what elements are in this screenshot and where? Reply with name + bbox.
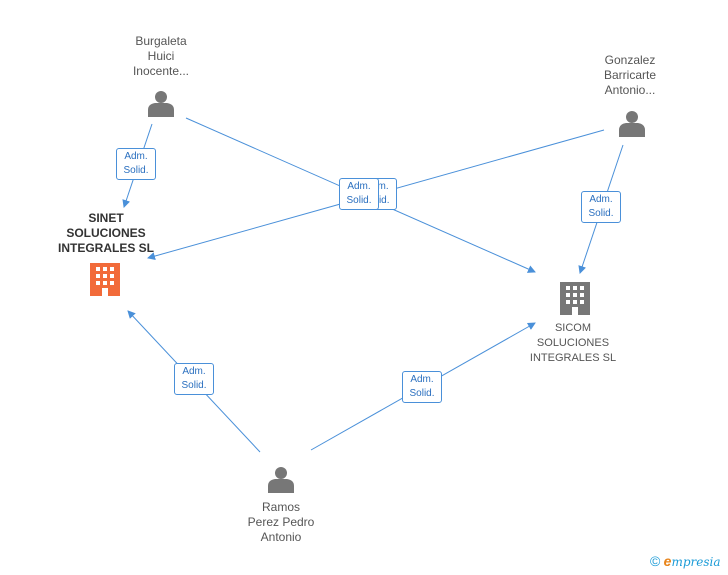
empresia-footer[interactable]: © empresia <box>650 553 721 569</box>
badge-line: Solid. <box>346 195 372 206</box>
badge-line: Adm. <box>410 374 434 385</box>
badge-line: Adm. <box>347 181 371 192</box>
edge-badge-ramos-sinet: Adm. Solid. <box>174 363 214 395</box>
company-label-sicom[interactable]: SICOM SOLUCIONES INTEGRALES SL <box>513 321 633 366</box>
label-line: SOLUCIONES <box>66 226 146 240</box>
badge-line: Adm. <box>182 366 206 377</box>
label-line: Gonzalez <box>604 53 656 67</box>
building-icon <box>560 282 590 315</box>
brand-logo-text: mpresia <box>671 555 721 569</box>
label-line: Huici <box>147 49 175 63</box>
badge-line: Adm. <box>124 151 148 162</box>
person-icon <box>619 111 645 137</box>
label-line: Inocente... <box>132 64 190 78</box>
label-line: Perez Pedro <box>247 515 315 529</box>
badge-line: Solid. <box>123 165 149 176</box>
edge-badge-gonzalez-sicom: Adm. Solid. <box>581 191 621 223</box>
edge-badge-ramos-sicom: Adm. Solid. <box>402 371 442 403</box>
building-icon <box>90 263 120 296</box>
badge-line: Solid. <box>409 388 435 399</box>
label-line: SICOM <box>554 322 592 334</box>
label-line: Ramos <box>261 500 300 514</box>
label-line: Barricarte <box>603 68 656 82</box>
label-line: SINET <box>88 211 124 225</box>
person-icon <box>268 467 294 493</box>
label-line: Antonio <box>260 530 302 544</box>
edge-badge-burgaleta-sinet: Adm. Solid. <box>116 148 156 180</box>
person-icon <box>148 91 174 117</box>
badge-line: Solid. <box>181 380 207 391</box>
badge-line: Solid. <box>588 208 614 219</box>
label-line: SOLUCIONES <box>536 337 610 349</box>
person-label-gonzalez[interactable]: Gonzalez Barricarte Antonio... <box>580 53 680 98</box>
brand-logo-e: e <box>663 553 672 569</box>
label-line: Burgaleta <box>135 34 187 48</box>
label-line: Antonio... <box>604 83 656 97</box>
label-line: INTEGRALES SL <box>57 241 154 255</box>
edge-badge-burgaleta-sicom: Adm. Solid. <box>339 178 379 210</box>
copyright-icon: © <box>650 553 661 569</box>
person-label-burgaleta[interactable]: Burgaleta Huici Inocente... <box>111 34 211 79</box>
badge-line: Adm. <box>589 194 613 205</box>
company-label-sinet[interactable]: SINET SOLUCIONES INTEGRALES SL <box>46 211 166 256</box>
person-label-ramos[interactable]: Ramos Perez Pedro Antonio <box>226 500 336 545</box>
label-line: INTEGRALES SL <box>529 352 617 364</box>
